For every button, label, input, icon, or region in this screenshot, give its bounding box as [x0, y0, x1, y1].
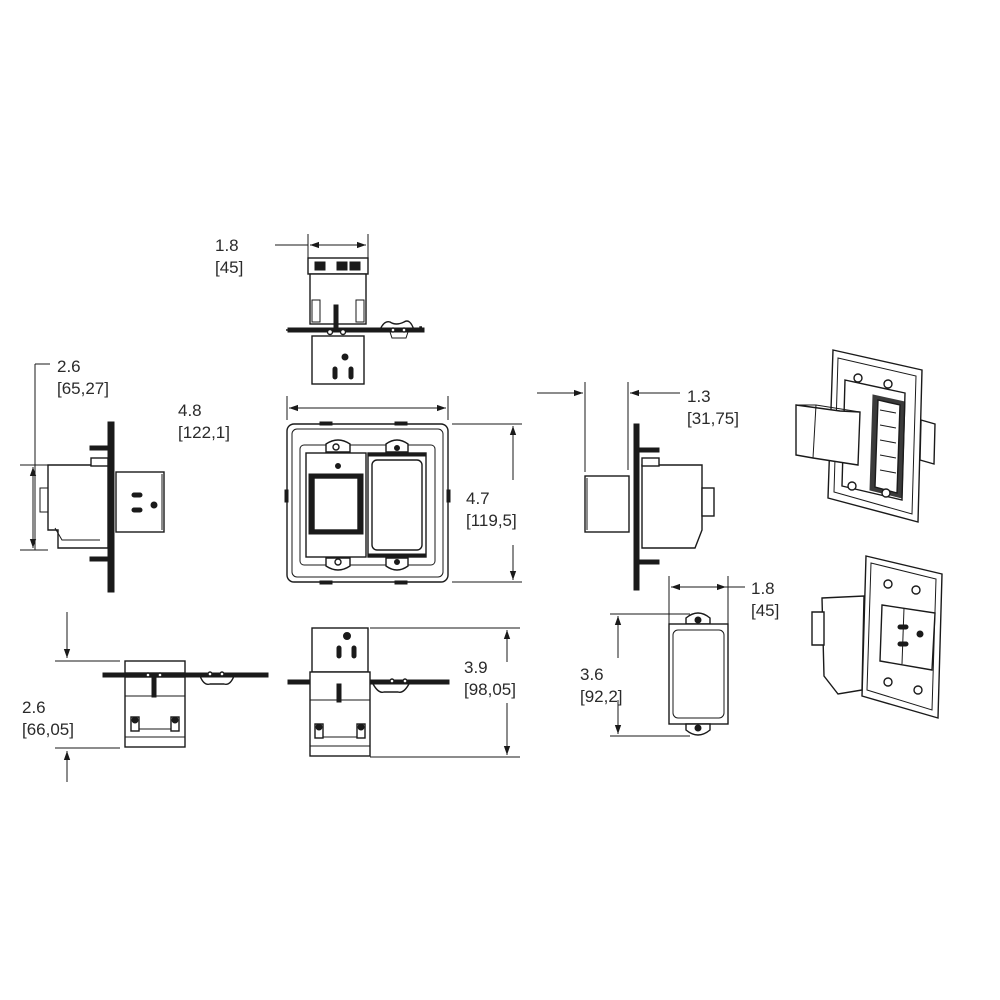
dim-inch: 1.8: [751, 579, 775, 598]
front-view: [284, 396, 522, 585]
dim-inch: 2.6: [22, 698, 46, 717]
dim-top-view-width: 1.8 [45]: [215, 235, 243, 279]
dim-mm: [66,05]: [22, 720, 74, 739]
dim-inch: 4.7: [466, 489, 490, 508]
bottom-left-view: [55, 612, 269, 782]
dim-inch: 4.8: [178, 401, 202, 420]
dim-bottom-center-depth: 3.9 [98,05]: [464, 657, 516, 701]
dim-right-side-protrusion: 1.3 [31,75]: [687, 386, 739, 430]
isometric-view-2: [811, 555, 943, 719]
right-side-view: [537, 382, 715, 591]
top-view: [275, 234, 425, 385]
dim-mm: [31,75]: [687, 409, 739, 428]
dim-inch: 3.6: [580, 665, 604, 684]
dim-inch: 2.6: [57, 357, 81, 376]
dim-mm: [65,27]: [57, 379, 109, 398]
dim-mm: [45]: [215, 258, 244, 277]
dim-insert-height: 3.6 [92,2]: [580, 664, 623, 708]
isometric-view-1: [795, 349, 936, 523]
dim-inch: 3.9: [464, 658, 488, 677]
dim-left-side-depth: 2.6 [65,27]: [57, 356, 109, 400]
dim-mm: [122,1]: [178, 423, 230, 442]
dim-insert-width: 1.8 [45]: [751, 578, 779, 622]
dim-mm: [119,5]: [466, 511, 517, 530]
bottom-center-view: [287, 627, 520, 758]
left-side-view: [20, 363, 165, 593]
dim-inch: 1.3: [687, 387, 711, 406]
dim-bottom-left-depth: 2.6 [66,05]: [22, 697, 74, 741]
dim-mm: [98,05]: [464, 680, 516, 699]
dim-inch: 1.8: [215, 236, 239, 255]
dim-mm: [45]: [751, 601, 780, 620]
dim-mm: [92,2]: [580, 687, 623, 706]
dim-front-width: 4.8 [122,1]: [178, 400, 230, 444]
insert-front-view: [610, 576, 745, 737]
dim-front-height: 4.7 [119,5]: [466, 488, 517, 532]
